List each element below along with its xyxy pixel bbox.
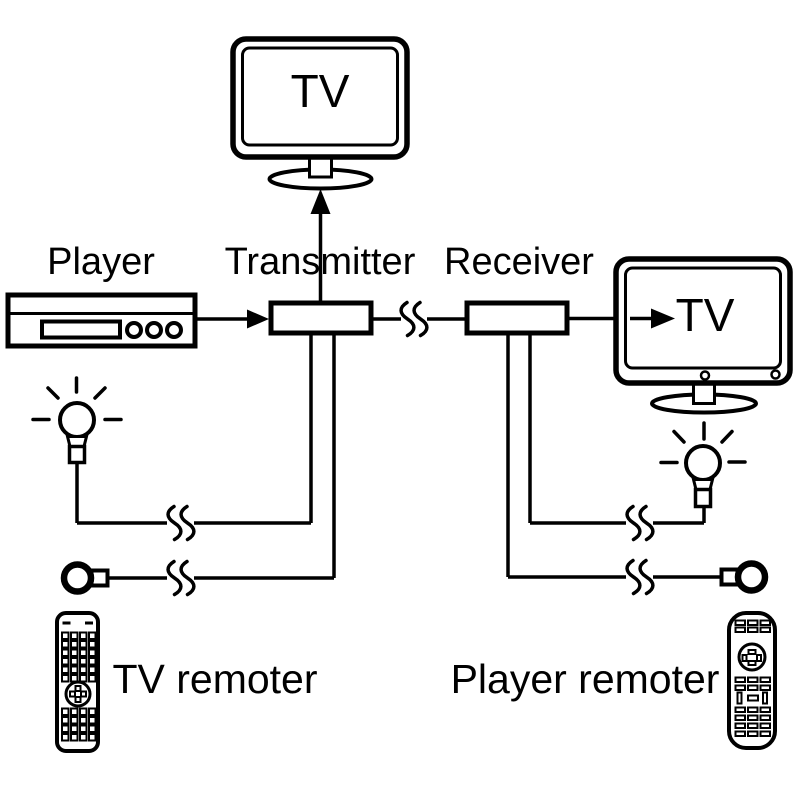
receiver-label: Receiver: [444, 241, 594, 283]
remote-dpad-keys: [69, 685, 87, 703]
remote-control-icon-tv: [55, 611, 100, 753]
pickup-eye: [734, 560, 769, 594]
tv-right-bezel-dot: [699, 370, 711, 381]
cable-break-icon: [399, 300, 416, 338]
remote-keypad-lower: [61, 707, 97, 742]
tv-right-screen: [624, 266, 782, 370]
cable-break-icon: [179, 504, 196, 542]
remote-keypad-top: [734, 619, 771, 633]
ir-pickup-icon-left: [60, 561, 110, 595]
ir-pickup-icon-right: [719, 560, 769, 594]
cable-break-icon: [638, 558, 655, 596]
bulb-glass: [684, 444, 722, 482]
remote-control-icon-player: [727, 611, 777, 750]
remote-power-buttons: [62, 621, 93, 625]
receiver-box: [464, 300, 570, 336]
cable-break-icon: [625, 504, 642, 542]
tv-top-label: TV: [291, 65, 350, 117]
remote-transport-keys: [736, 691, 768, 705]
remote-keypad-mid: [734, 676, 771, 691]
remote-keypad-bottom: [734, 706, 771, 737]
player-disc-tray: [40, 319, 122, 340]
player-knob: [165, 321, 183, 339]
ir-emitter-bulb-icon-left: [31, 376, 123, 465]
tv-right-bezel-dot: [770, 369, 781, 380]
cable-break-icon: [412, 300, 429, 338]
bulb-rays: [31, 376, 123, 422]
player-knob: [145, 321, 163, 339]
cable-break-icon: [638, 504, 655, 542]
cable-break-icon: [166, 504, 183, 542]
cable-break-icon: [625, 558, 642, 596]
remote-dpad-keys: [741, 649, 762, 666]
arrow-icon-into-transmitter: [247, 309, 269, 329]
remote-dpad: [737, 642, 767, 672]
cable-break-icon: [179, 559, 196, 597]
bulb-plug: [67, 444, 87, 465]
tv-remote-label: TV remoter: [112, 656, 317, 702]
player-remote-label: Player remoter: [451, 656, 720, 702]
player-label: Player: [47, 241, 155, 283]
tv-right-icon: TV: [613, 256, 793, 415]
transmitter-box: [268, 300, 374, 336]
bulb-glass: [58, 401, 96, 439]
cable-breaks: [166, 300, 655, 597]
bulb-rays: [659, 421, 747, 465]
remote-dpad: [64, 680, 92, 708]
cable-break-icon: [166, 559, 183, 597]
arrow-icon-into-tv: [651, 308, 675, 329]
arrow-icon-up-to-tv: [310, 189, 331, 214]
tv-top-icon: TV: [230, 36, 410, 191]
tv-top-screen: [241, 46, 399, 147]
cables: [75, 213, 722, 580]
tv-right-label: TV: [676, 289, 735, 341]
player-knob: [125, 321, 143, 339]
player-deck-icon: [5, 292, 198, 349]
bulb-plug: [693, 487, 713, 509]
pickup-eye: [60, 561, 95, 595]
ir-emitter-bulb-icon-right: [659, 421, 747, 509]
transmitter-label: Transmitter: [225, 241, 416, 283]
